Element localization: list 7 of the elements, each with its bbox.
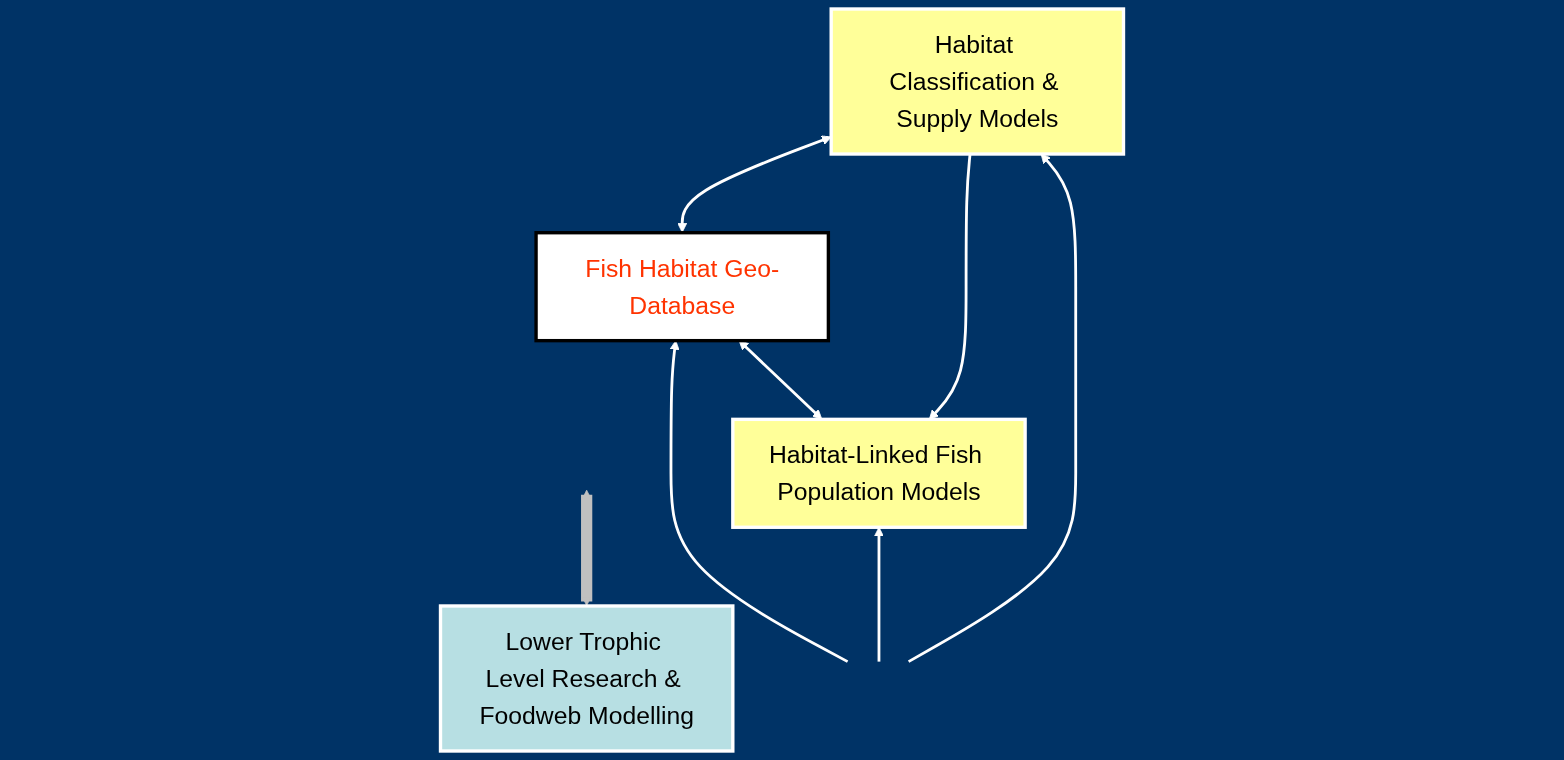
node-box: Habitat-Linked Fish Population Models	[731, 417, 1027, 529]
arrow	[669, 340, 849, 663]
node-box: Lower Trophic Level Research & Foodweb Modelling	[438, 604, 735, 753]
node-box: Fish Habitat Geo-Database	[534, 231, 831, 343]
arrow	[581, 489, 593, 606]
arrow	[738, 340, 823, 420]
node-box: Habitat Classification & Supply Models	[829, 7, 1126, 156]
